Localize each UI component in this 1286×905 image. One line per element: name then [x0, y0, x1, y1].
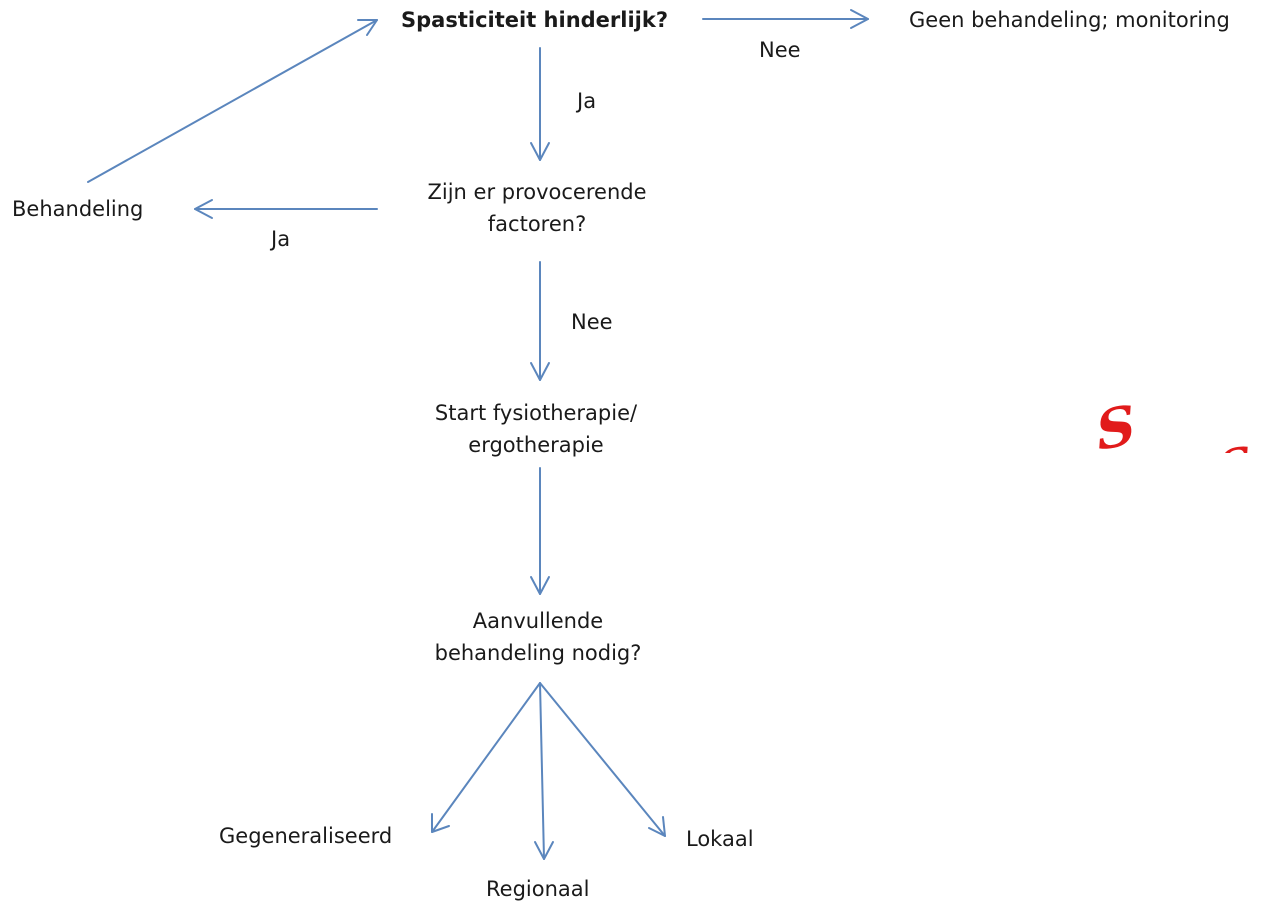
spiers-logo-text: SPIERS — [1092, 393, 1286, 453]
edge-label-ja-left: Ja — [271, 227, 291, 251]
spiers-logo: SPIERS — [1092, 393, 1286, 453]
edge-label-nee-down: Nee — [571, 310, 613, 334]
node-regionaal-label: Regionaal — [486, 877, 590, 901]
node-provocerend-line1: Zijn er provocerende — [427, 180, 647, 204]
arrow-spasticiteit-to-geen-behandeling — [702, 9, 869, 29]
node-lokaal-label: Lokaal — [686, 827, 754, 851]
node-provocerende-factoren: Zijn er provocerende factoren? — [427, 176, 646, 240]
node-lokaal: Lokaal — [686, 823, 754, 855]
node-aanvullend-line2: behandeling nodig? — [434, 641, 642, 665]
node-geen-behandeling: Geen behandeling; monitoring — [909, 4, 1230, 36]
node-provocerend-line2: factoren? — [487, 212, 587, 236]
arrow-behandeling-to-spasticiteit — [87, 19, 378, 183]
spiers-logo-initial: S — [1094, 393, 1137, 453]
node-gegeneraliseerd: Gegeneraliseerd — [219, 820, 392, 852]
edge-label-ja-down: Ja — [577, 89, 597, 113]
node-gegeneraliseerd-label: Gegeneraliseerd — [219, 824, 393, 848]
node-aanvullende-behandeling: Aanvullende behandeling nodig? — [435, 605, 642, 669]
node-spasticiteit-hinderlijk: Spasticiteit hinderlijk? — [401, 4, 668, 36]
arrow-provocerend-to-fysiotherapie — [530, 261, 550, 381]
node-spasticiteit-label: Spasticiteit hinderlijk? — [401, 8, 669, 32]
node-fysio-line1: Start fysiotherapie/ — [434, 401, 638, 425]
node-behandeling: Behandeling — [12, 193, 143, 225]
node-aanvullend-line1: Aanvullende — [472, 609, 604, 633]
node-fysio-line2: ergotherapie — [468, 433, 604, 457]
arrow-aanvullend-to-regionaal — [534, 682, 554, 860]
node-regionaal: Regionaal — [486, 873, 589, 905]
node-fysiotherapie: Start fysiotherapie/ ergotherapie — [435, 397, 637, 461]
arrow-fysiotherapie-to-aanvullend — [530, 467, 550, 595]
arrow-provocerend-to-behandeling — [194, 199, 378, 219]
arrow-aanvullend-to-gegeneraliseerd — [431, 682, 541, 833]
node-behandeling-label: Behandeling — [12, 197, 144, 221]
arrow-spasticiteit-to-provocerend — [530, 47, 550, 161]
edge-label-nee-top: Nee — [759, 38, 801, 62]
node-geen-behandeling-label: Geen behandeling; monitoring — [909, 8, 1230, 32]
arrow-aanvullend-to-lokaal — [539, 682, 666, 837]
